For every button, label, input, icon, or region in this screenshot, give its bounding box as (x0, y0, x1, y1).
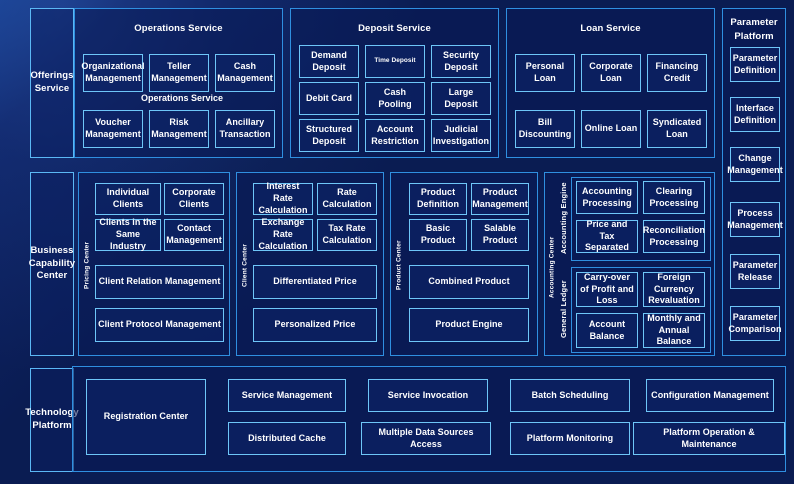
cell-cash-management[interactable]: Cash Management (215, 54, 275, 92)
cell-rate-calculation[interactable]: Rate Calculation (317, 183, 377, 215)
cell-differentiated-price[interactable]: Differentiated Price (253, 265, 377, 299)
cell-configuration-management[interactable]: Configuration Management (646, 379, 774, 412)
group-title-deposit-service: Deposit Service (358, 23, 431, 34)
cell-client-protocol-management[interactable]: Client Protocol Management (95, 308, 224, 342)
vertical-label-general-ledger: General Ledger (559, 280, 568, 338)
row-label-offerings-service: Offerings Service (30, 8, 74, 158)
cell-foreign-currency-revaluation[interactable]: Foreign Currency Revaluation (643, 272, 705, 307)
cell-bill-discounting[interactable]: Bill Discounting (515, 110, 575, 148)
sidebar-item-change-management[interactable]: Change Management (727, 147, 783, 182)
cell-basic-product[interactable]: Basic Product (409, 219, 467, 251)
cell-salable-product[interactable]: Salable Product (471, 219, 529, 251)
sidebar-item-interface-definition[interactable]: Interface Definition (730, 97, 780, 132)
cell-multiple-data-sources-access[interactable]: Multiple Data Sources Access (361, 422, 491, 455)
cell-product-engine[interactable]: Product Engine (409, 308, 529, 342)
group-operations-service: Operations Service Organizational Manage… (74, 8, 283, 158)
row-label-technology-platform: Technology Platform (25, 368, 79, 472)
sidebar-item-parameter-definition[interactable]: Parameter Definition (730, 47, 780, 82)
cell-contact-management[interactable]: Contact Management (164, 219, 224, 251)
cell-time-deposit[interactable]: Time Deposit (365, 45, 425, 78)
sidebar-title-line2: Platform (734, 31, 774, 42)
vertical-label-client-center: Client Center (241, 243, 249, 287)
cell-exchange-rate-calculation[interactable]: Exchange Rate Calculation (253, 217, 313, 251)
row-label-business-capability-center: Business Capability Center (29, 172, 75, 356)
cell-account-restriction[interactable]: Account Restriction (365, 119, 425, 152)
cell-price-and-tax-separated[interactable]: Price and Tax Separated (576, 219, 638, 253)
cell-clients-in-the-same-industry[interactable]: Clients in the Same Industry (95, 217, 161, 251)
group-client-center: Client Center Interest Rate Calculation … (236, 172, 384, 356)
cell-platform-operation-and-maintenance[interactable]: Platform Operation & Maintenance (633, 422, 785, 455)
sidebar-title-line1: Parameter (730, 17, 778, 28)
cell-accounting-processing[interactable]: Accounting Processing (576, 181, 638, 214)
cell-demand-deposit[interactable]: Demand Deposit (299, 45, 359, 78)
group-technology-platform: Registration Center Service Management D… (72, 366, 786, 472)
overlay-label-operations-service: Operations Service (141, 93, 224, 103)
cell-cash-pooling[interactable]: Cash Pooling (365, 82, 425, 115)
cell-financing-credit[interactable]: Financing Credit (647, 54, 707, 92)
group-deposit-service: Deposit Service Demand Deposit Time Depo… (290, 8, 499, 158)
cell-ancillary-transaction[interactable]: Ancillary Transaction (215, 110, 275, 148)
group-loan-service: Loan Service Personal Loan Corporate Loa… (506, 8, 715, 158)
cell-monthly-and-annual-balance[interactable]: Monthly and Annual Balance (643, 313, 705, 348)
sidebar-item-parameter-comparison[interactable]: Parameter Comparison (729, 306, 781, 341)
cell-corporate-loan[interactable]: Corporate Loan (581, 54, 641, 92)
cell-individual-clients[interactable]: Individual Clients (95, 183, 161, 215)
group-product-center: Product Center Product Definition Produc… (390, 172, 538, 356)
group-title-operations-service: Operations Service (134, 23, 223, 34)
cell-product-management[interactable]: Product Management (471, 183, 529, 215)
group-accounting-center: Accounting Center Accounting Engine Gene… (544, 172, 715, 356)
cell-client-relation-management[interactable]: Client Relation Management (95, 265, 224, 299)
cell-combined-product[interactable]: Combined Product (409, 265, 529, 299)
cell-service-invocation[interactable]: Service Invocation (368, 379, 488, 412)
cell-reconciliation-processing[interactable]: Reconciliation Processing (643, 220, 705, 253)
cell-voucher-management[interactable]: Voucher Management (83, 110, 143, 148)
cell-service-management[interactable]: Service Management (228, 379, 346, 412)
cell-clearing-processing[interactable]: Clearing Processing (643, 181, 705, 214)
vertical-label-product-center: Product Center (395, 240, 403, 290)
cell-distributed-cache[interactable]: Distributed Cache (228, 422, 346, 455)
cell-interest-rate-calculation[interactable]: Interest Rate Calculation (253, 181, 313, 215)
cell-online-loan[interactable]: Online Loan (581, 110, 641, 148)
cell-risk-management[interactable]: Risk Management (149, 110, 209, 148)
vertical-label-accounting-engine: Accounting Engine (559, 182, 568, 254)
cell-debit-card[interactable]: Debit Card (299, 82, 359, 115)
cell-structured-deposit[interactable]: Structured Deposit (299, 119, 359, 152)
group-title-loan-service: Loan Service (580, 23, 641, 34)
cell-account-balance[interactable]: Account Balance (576, 313, 638, 348)
cell-judicial-investigation[interactable]: Judicial Investigation (431, 119, 491, 152)
cell-product-definition[interactable]: Product Definition (409, 183, 467, 215)
cell-personal-loan[interactable]: Personal Loan (515, 54, 575, 92)
cell-batch-scheduling[interactable]: Batch Scheduling (510, 379, 630, 412)
cell-organizational-management[interactable]: Organizational Management (81, 54, 145, 92)
vertical-label-pricing-center: Pricing Center (83, 241, 91, 289)
cell-personalized-price[interactable]: Personalized Price (253, 308, 377, 342)
cell-tax-rate-calculation[interactable]: Tax Rate Calculation (317, 219, 377, 251)
cell-registration-center[interactable]: Registration Center (86, 379, 206, 455)
sidebar-parameter-platform: Parameter Platform Parameter Definition … (722, 8, 786, 356)
cell-corporate-clients[interactable]: Corporate Clients (164, 183, 224, 215)
cell-platform-monitoring[interactable]: Platform Monitoring (510, 422, 630, 455)
cell-carry-over-of-profit-and-loss[interactable]: Carry-over of Profit and Loss (576, 272, 638, 307)
cell-security-deposit[interactable]: Security Deposit (431, 45, 491, 78)
group-pricing-center: Pricing Center Individual Clients Corpor… (78, 172, 230, 356)
cell-large-deposit[interactable]: Large Deposit (431, 82, 491, 115)
sidebar-item-parameter-release[interactable]: Parameter Release (730, 254, 780, 289)
cell-syndicated-loan[interactable]: Syndicated Loan (647, 110, 707, 148)
cell-teller-management[interactable]: Teller Management (149, 54, 209, 92)
sidebar-item-process-management[interactable]: Process Management (727, 202, 783, 237)
